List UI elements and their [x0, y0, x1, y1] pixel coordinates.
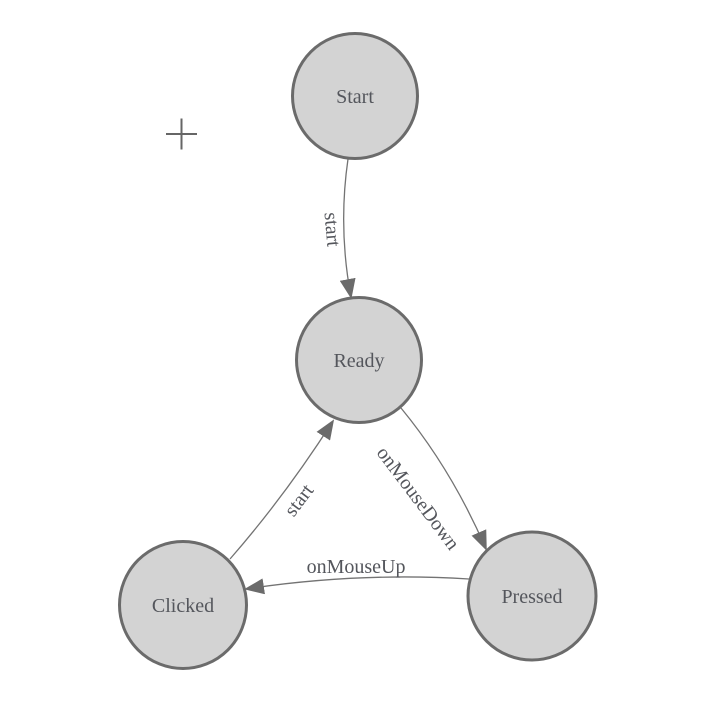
edge-line-pressed-clicked[interactable] — [244, 576, 470, 595]
node-ready-circle[interactable] — [295, 296, 423, 424]
plus-cursor-icon — [166, 118, 197, 150]
node-start-circle[interactable] — [291, 32, 419, 160]
edge-clicked-ready[interactable]: start — [229, 419, 335, 560]
node-pressed[interactable]: Pressed — [466, 530, 598, 662]
node-pressed-circle[interactable] — [466, 530, 598, 662]
edge-pressed-clicked[interactable]: onMouseUp — [244, 556, 470, 595]
edge-label-start-ready: start — [320, 211, 345, 248]
node-clicked-label: Clicked — [152, 595, 214, 617]
edge-label-pressed-clicked: onMouseUp — [307, 556, 406, 578]
edge-line-ready-pressed[interactable] — [400, 407, 487, 551]
node-pressed-label: Pressed — [501, 586, 562, 608]
node-clicked[interactable]: Clicked — [118, 540, 248, 670]
edge-label-clicked-ready: start — [280, 480, 319, 521]
node-ready-label: Ready — [333, 350, 384, 372]
node-start[interactable]: Start — [291, 32, 419, 160]
node-clicked-circle[interactable] — [118, 540, 248, 670]
node-ready[interactable]: Ready — [295, 296, 423, 424]
node-start-label: Start — [336, 86, 374, 108]
edge-line-start-ready[interactable] — [339, 158, 356, 299]
edge-label-ready-pressed: onMouseDown — [372, 443, 464, 555]
edge-line-clicked-ready[interactable] — [229, 419, 335, 560]
edge-ready-pressed[interactable]: onMouseDown — [372, 407, 487, 555]
edge-start-ready[interactable]: start — [320, 158, 356, 299]
